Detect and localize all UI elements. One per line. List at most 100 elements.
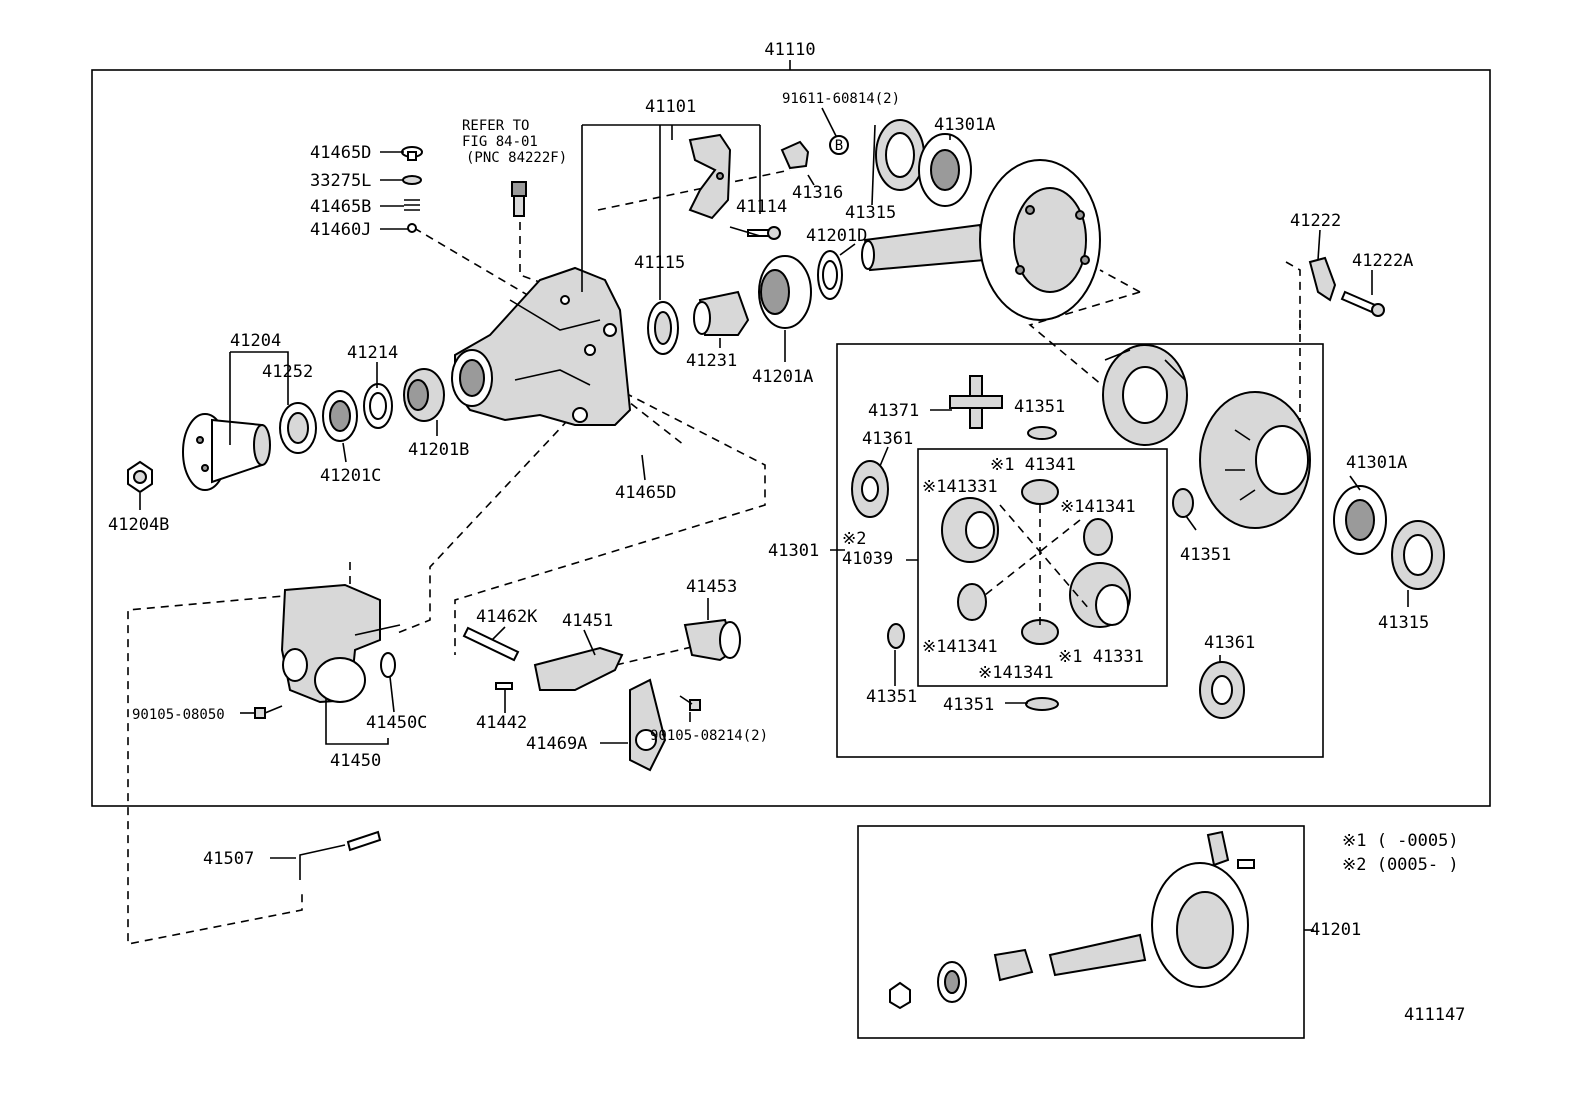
cross-lines bbox=[984, 504, 1091, 625]
label-1-41331: ※1 41331 bbox=[1058, 647, 1144, 667]
kit-spacer bbox=[993, 948, 1034, 982]
plug-stack bbox=[401, 146, 423, 233]
label-41442: 41442 bbox=[476, 713, 527, 733]
sleeve-41453 bbox=[683, 618, 741, 662]
thrust-washer-41351-a bbox=[1027, 426, 1057, 440]
refer-note-line3: (PNC 84222F) bbox=[466, 150, 567, 166]
label-41450: 41450 bbox=[330, 751, 381, 771]
label-141331-a: ※141331 bbox=[922, 477, 998, 497]
differential-carrier-housing bbox=[451, 266, 632, 426]
differential-case-flange bbox=[1199, 391, 1311, 529]
label-41201: 41201 bbox=[1310, 920, 1361, 940]
refer-note-line2: FIG 84-01 bbox=[462, 134, 538, 150]
differential-case-half bbox=[1102, 344, 1188, 446]
spider-41371 bbox=[949, 375, 1003, 429]
label-41451: 41451 bbox=[562, 611, 613, 631]
label-41361-a: 41361 bbox=[862, 429, 913, 449]
label-141341-bottom: ※141341 bbox=[978, 663, 1054, 683]
label-41301A-top: 41301A bbox=[934, 115, 995, 135]
side-bearing-41301A-top bbox=[918, 133, 972, 207]
note-2: ※2 (0005- ) bbox=[1342, 855, 1459, 875]
bolt-41222A bbox=[1340, 290, 1385, 317]
breather-plug bbox=[511, 181, 527, 217]
bearing-41201B bbox=[403, 368, 445, 422]
oil-seal-41252 bbox=[279, 402, 317, 454]
label-41201D: 41201D bbox=[806, 226, 867, 246]
kit-lock-bolt bbox=[1206, 830, 1255, 869]
side-gear-141331-a bbox=[941, 497, 999, 563]
gear-kit-frame bbox=[857, 825, 1305, 1039]
label-1-41341-top: ※1 41341 bbox=[990, 455, 1076, 475]
bolt-90105-08214 bbox=[679, 695, 701, 711]
label-41465B: 41465B bbox=[310, 197, 371, 217]
label-141341-left: ※141341 bbox=[922, 637, 998, 657]
refer-note-line1: REFER TO bbox=[462, 118, 529, 134]
bearing-cap bbox=[688, 133, 732, 220]
label-41462K: 41462K bbox=[476, 607, 538, 627]
label-41460J: 41460J bbox=[310, 220, 371, 240]
kit-ring-gear bbox=[1151, 862, 1249, 988]
b-bolt-marker: B bbox=[829, 135, 849, 155]
kit-pinion bbox=[1048, 933, 1147, 977]
pinion-gear-frame bbox=[917, 448, 1168, 687]
thrust-washer-41361-a bbox=[851, 460, 889, 518]
label-41214: 41214 bbox=[347, 343, 398, 363]
label-41110: 41110 bbox=[764, 40, 815, 60]
label-41351-a: 41351 bbox=[1014, 397, 1065, 417]
side-bearing-cup-top bbox=[875, 119, 925, 191]
label-41465D-bottom: 41465D bbox=[615, 483, 676, 503]
shift-fork-41451 bbox=[533, 646, 624, 691]
label-41222A: 41222A bbox=[1352, 251, 1413, 271]
bolt-90105-08050 bbox=[254, 705, 283, 719]
pinion-141341-right bbox=[1083, 518, 1113, 556]
label-41201B: 41201B bbox=[408, 440, 469, 460]
label-90105-08214: 90105-08214(2) bbox=[650, 728, 768, 744]
label-41469A: 41469A bbox=[526, 734, 587, 754]
label-41453: 41453 bbox=[686, 577, 737, 597]
breather-hose-41507 bbox=[299, 830, 382, 880]
label-41252: 41252 bbox=[262, 362, 313, 382]
ring-gear-pinion bbox=[861, 159, 1101, 321]
spacer-41214 bbox=[363, 383, 393, 429]
pinion-141341-left bbox=[957, 583, 987, 621]
label-33275L: 33275L bbox=[310, 171, 371, 191]
label-91611: 91611-60814(2) bbox=[782, 91, 900, 107]
bearing-41201C bbox=[322, 390, 358, 442]
label-41351-d: 41351 bbox=[943, 695, 994, 715]
kit-nut bbox=[889, 981, 911, 1010]
note-1: ※1 ( -0005) bbox=[1342, 831, 1459, 851]
flange-nut bbox=[127, 460, 153, 494]
label-41201C: 41201C bbox=[320, 466, 381, 486]
label-41201A: 41201A bbox=[752, 367, 813, 387]
label-41361-b: 41361 bbox=[1204, 633, 1255, 653]
label-41465D-top: 41465D bbox=[310, 143, 371, 163]
oil-seal-41115 bbox=[647, 301, 679, 355]
kit-bearing bbox=[937, 961, 967, 1003]
cap-lock-41316 bbox=[780, 140, 810, 170]
lever-41469A bbox=[629, 678, 667, 772]
label-41101: 41101 bbox=[645, 97, 696, 117]
assembly-frame bbox=[91, 69, 1491, 807]
label-41315-right: 41315 bbox=[1378, 613, 1429, 633]
companion-flange bbox=[182, 413, 271, 491]
diff-lock-actuator bbox=[280, 583, 401, 704]
pinion-41341-top bbox=[1021, 479, 1059, 505]
washer-41351-d bbox=[1025, 697, 1059, 711]
figure-number: 411147 bbox=[1404, 1005, 1465, 1025]
shift-rod-41462K bbox=[462, 626, 520, 662]
side-bearing-41301A-right bbox=[1333, 485, 1387, 555]
o-ring-41450C bbox=[380, 652, 396, 678]
side-gear-41331 bbox=[1069, 562, 1131, 628]
label-41351-c: 41351 bbox=[866, 687, 917, 707]
washer-41351-c bbox=[887, 623, 905, 649]
side-bearing-cup-right bbox=[1391, 520, 1445, 590]
label-41222: 41222 bbox=[1290, 211, 1341, 231]
label-41301: 41301 bbox=[768, 541, 819, 561]
label-141341-right: ※141341 bbox=[1060, 497, 1136, 517]
washer-41201D bbox=[817, 250, 843, 300]
label-41114: 41114 bbox=[736, 197, 787, 217]
label-41204: 41204 bbox=[230, 331, 281, 351]
label-41450C: 41450C bbox=[366, 713, 427, 733]
label-41351-b: 41351 bbox=[1180, 545, 1231, 565]
